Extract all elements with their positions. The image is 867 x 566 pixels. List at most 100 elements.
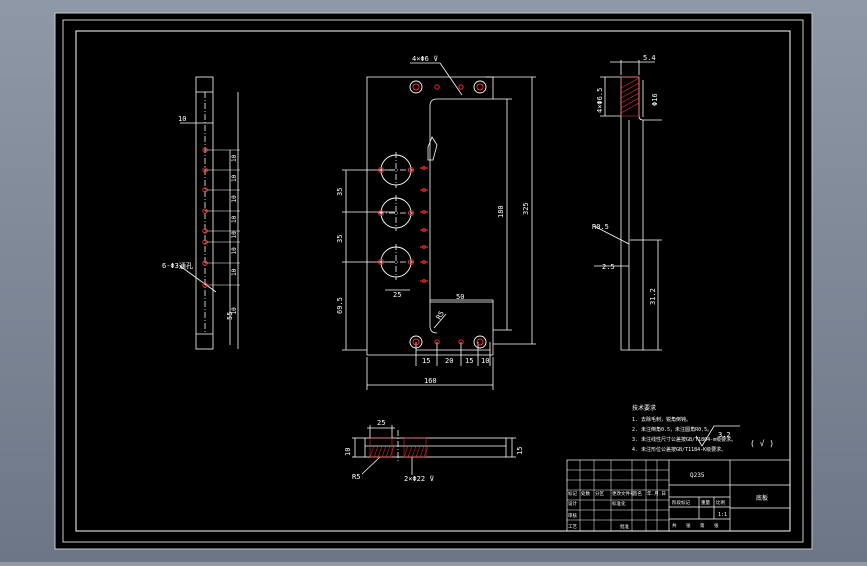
title-material: Q235	[690, 472, 705, 479]
right-depth-note: 4×Φ6.5	[596, 88, 604, 113]
side-spacing-label: 10	[231, 247, 238, 255]
tech-note-line: 1. 去除毛刺，锐角倒钝。	[632, 416, 691, 423]
front-dim-pitch-a: 35	[336, 188, 344, 196]
front-dim-total-height: 325	[522, 202, 530, 215]
side-spacing-label: 10	[231, 231, 238, 239]
side-view-leader	[179, 265, 217, 293]
front-dim-b4: 10	[481, 357, 489, 365]
bottom-hatch-line	[381, 445, 387, 458]
title-row3: 审核	[568, 512, 577, 519]
title-label: 年.月.日	[647, 490, 666, 497]
side-spacing-label: 10	[231, 174, 238, 182]
right-view-hatch	[620, 76, 640, 117]
title-scale: 1:1	[718, 512, 727, 518]
bottom-view-hatch	[369, 437, 429, 458]
title-row4: 工艺	[568, 524, 577, 530]
title-block-grid	[567, 460, 669, 531]
right-offset: 2.5	[602, 263, 615, 271]
front-corner-hole-outer	[409, 335, 423, 349]
bottom-hatch-line	[419, 445, 425, 458]
front-tapped-hole	[422, 260, 426, 264]
front-leader	[439, 62, 463, 96]
tech-note-line: 3. 未注线性尺寸公差按GB/T1804-m级要求。	[632, 436, 736, 443]
front-pin-hole	[408, 259, 414, 265]
side-spacing-label: 10	[231, 195, 238, 203]
paper-sheet	[54, 12, 813, 550]
front-tapped-hole	[422, 279, 426, 283]
front-notch	[427, 136, 438, 161]
title-label: 处数	[581, 490, 590, 497]
title-sheet-label: 共	[672, 522, 677, 529]
bottom-hole-note: 2×Φ22 ⊽	[404, 475, 434, 483]
front-pin-hole	[408, 167, 414, 173]
front-view-circles	[378, 154, 414, 278]
roughness-symbol	[695, 425, 740, 447]
front-pin-hole	[408, 210, 414, 216]
bottom-hatch-line	[415, 445, 421, 458]
title-stage-label: 重量	[701, 499, 710, 506]
bottom-section	[369, 437, 393, 458]
title-label: 分区	[595, 490, 604, 497]
title-sheet-label: 第	[700, 522, 705, 529]
outer-frame	[62, 19, 804, 543]
bottom-hatch-line	[389, 445, 395, 458]
front-corner-hole-inner	[412, 83, 420, 91]
front-dim-b2: 20	[445, 357, 453, 365]
front-corner-hole-outer	[473, 80, 487, 94]
title-block-text: 标记处数分区更改文件号签名年.月.日设计标准化审核工艺批准阶段标记重量比例共张第…	[568, 490, 725, 530]
front-small-hole	[434, 84, 440, 90]
front-small-hole	[434, 339, 440, 345]
bottom-hatch-line	[369, 445, 375, 458]
title-block-frame	[566, 459, 791, 532]
front-leader	[433, 313, 447, 329]
front-small-hole	[458, 84, 464, 90]
bottom-left-dim: 10	[344, 448, 352, 456]
front-radius-note: R5	[435, 310, 446, 321]
bottom-hatch-line	[407, 445, 413, 458]
side-spacing-label: 10	[231, 154, 238, 162]
front-dim-inner-height: 180	[497, 205, 505, 218]
side-top-dim: 10	[178, 115, 186, 123]
front-dim-slot-width: 50	[456, 293, 464, 301]
bottom-view-leader	[361, 456, 381, 475]
front-dim-b1: 15	[422, 357, 430, 365]
front-tapped-hole	[422, 210, 426, 214]
side-spacing-label: 10	[231, 215, 238, 223]
title-sheet-label: 张	[686, 522, 691, 529]
front-tapped-hole	[422, 166, 426, 170]
side-bottom-dim: 55	[226, 312, 234, 320]
bottom-hatch-line	[403, 445, 409, 458]
right-length: 31.2	[649, 288, 657, 305]
roughness-check-icon	[695, 425, 740, 447]
side-spacing-label: 10	[231, 307, 238, 315]
title-label: 更改文件号	[612, 490, 635, 497]
side-view-body	[195, 76, 214, 350]
front-tapped-hole	[422, 245, 426, 249]
front-corner-hole-inner	[476, 338, 484, 346]
title-label: 标记	[568, 490, 577, 497]
bottom-section	[403, 437, 427, 458]
title-row2: 标准化	[612, 500, 626, 507]
bottom-hatch-line	[373, 445, 379, 458]
front-tapped-hole	[422, 188, 426, 192]
title-label: 签名	[633, 490, 642, 497]
bottom-hatch-line	[411, 445, 417, 458]
front-large-hole	[380, 246, 412, 278]
front-view-outline	[366, 76, 494, 356]
front-view-slot	[429, 300, 438, 334]
bottom-right-dim: 15	[516, 447, 524, 455]
side-hole-note: 6-Φ3通孔	[162, 261, 193, 270]
front-large-hole	[380, 197, 412, 229]
front-view	[342, 62, 536, 390]
inner-frame	[75, 30, 791, 532]
title-part-name: 底板	[756, 494, 768, 502]
front-corner-hole-outer	[473, 335, 487, 349]
right-hatch-line	[620, 102, 640, 114]
side-spacing-label: 10	[231, 268, 238, 276]
right-section	[620, 76, 640, 117]
side-view-ticks: 10 10 10 10 10 10 10 10	[205, 149, 240, 315]
front-pin-hole	[378, 210, 384, 216]
right-hatch-line	[620, 82, 640, 94]
